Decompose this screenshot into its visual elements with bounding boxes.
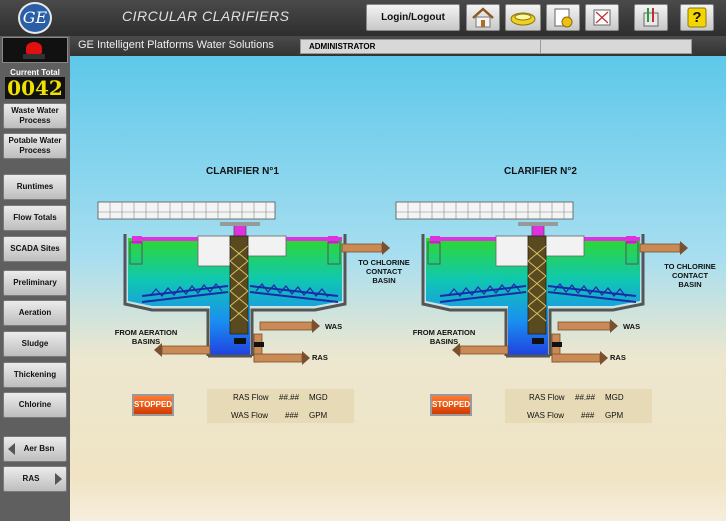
prev-page-label: Aer Bsn bbox=[23, 444, 55, 453]
message-field bbox=[540, 39, 692, 54]
clarifier-2-status-button[interactable]: STOPPED bbox=[430, 394, 472, 416]
current-total-label: Current Total bbox=[10, 68, 60, 77]
ras-flow-value: ##.## bbox=[279, 393, 300, 402]
alarm-beacon-button[interactable] bbox=[2, 37, 68, 63]
clarifier-1-ras-label: RAS bbox=[312, 353, 328, 362]
arrow-left-icon bbox=[8, 443, 15, 455]
clarifier-1-was-label: WAS bbox=[325, 322, 343, 331]
nav-thickening[interactable]: Thickening bbox=[3, 362, 67, 388]
overview-button[interactable] bbox=[505, 4, 541, 31]
alarm-base bbox=[23, 54, 45, 59]
nav-sludge[interactable]: Sludge bbox=[3, 331, 67, 357]
clarifier-2-title: CLARIFIER N°2 bbox=[504, 166, 577, 177]
ras-flow-label: RAS Flow bbox=[529, 393, 565, 402]
nav-potable-water-process[interactable]: Potable Water Process bbox=[3, 133, 67, 159]
company-name: GE Intelligent Platforms Water Solutions bbox=[78, 39, 274, 51]
ge-logo: GE bbox=[18, 2, 52, 34]
arrow-right-icon bbox=[55, 473, 62, 485]
was-flow-unit: GPM bbox=[309, 411, 328, 420]
nav-aeration[interactable]: Aeration bbox=[3, 300, 67, 326]
clarifier-2-was-label: WAS bbox=[623, 322, 641, 331]
map-button[interactable] bbox=[585, 4, 619, 31]
clarifier-2-from-label: FROM AERATION BASINS bbox=[412, 328, 476, 346]
ras-flow-unit: MGD bbox=[605, 393, 624, 402]
home-button[interactable] bbox=[466, 4, 500, 31]
nav-flow-totals[interactable]: Flow Totals bbox=[3, 205, 67, 231]
user-field: ADMINISTRATOR bbox=[300, 39, 542, 54]
nav-waste-water-process[interactable]: Waste Water Process bbox=[3, 103, 67, 129]
ras-flow-label: RAS Flow bbox=[233, 393, 269, 402]
clarifier-1-title: CLARIFIER N°1 bbox=[206, 166, 279, 177]
was-flow-label: WAS Flow bbox=[231, 411, 269, 420]
clarifier-2-to-label: TO CHLORINE CONTACT BASIN bbox=[664, 262, 716, 289]
clarifier-1-flow-panel: RAS Flow ##.## MGD WAS Flow ### GPM bbox=[207, 389, 354, 423]
help-button[interactable]: ? bbox=[680, 4, 714, 31]
map-icon bbox=[593, 9, 611, 26]
nav-chlorine[interactable]: Chlorine bbox=[3, 392, 67, 418]
ras-flow-unit: MGD bbox=[309, 393, 328, 402]
prev-page-button[interactable]: Aer Bsn bbox=[3, 436, 67, 462]
clarifier-diagrams bbox=[96, 200, 690, 367]
clarifier-1-to-label: TO CHLORINE CONTACT BASIN bbox=[358, 258, 410, 285]
nav-preliminary[interactable]: Preliminary bbox=[3, 270, 67, 296]
page-title: CIRCULAR CLARIFIERS bbox=[122, 8, 290, 24]
clarifier-1-from-label: FROM AERATION BASINS bbox=[114, 328, 178, 346]
was-flow-unit: GPM bbox=[605, 411, 624, 420]
ras-flow-value: ##.## bbox=[575, 393, 596, 402]
home-icon bbox=[472, 7, 494, 28]
trends-icon bbox=[554, 8, 573, 28]
clarifier-2-flow-panel: RAS Flow ##.## MGD WAS Flow ### GPM bbox=[505, 389, 652, 423]
alarm-light-icon bbox=[26, 42, 42, 54]
help-icon bbox=[687, 7, 707, 28]
current-total-value: 0042 bbox=[5, 77, 65, 99]
trends-button[interactable] bbox=[546, 4, 580, 31]
login-logout-button[interactable]: Login/Logout bbox=[366, 4, 460, 31]
clarifier-2-ras-label: RAS bbox=[610, 353, 626, 362]
nav-runtimes[interactable]: Runtimes bbox=[3, 174, 67, 200]
nav-scada-sites[interactable]: SCADA Sites bbox=[3, 236, 67, 262]
tools-icon bbox=[643, 8, 659, 27]
was-flow-value: ### bbox=[581, 411, 595, 420]
next-page-label: RAS bbox=[22, 474, 40, 483]
was-flow-value: ### bbox=[285, 411, 299, 420]
overview-icon bbox=[510, 12, 536, 26]
tools-button[interactable] bbox=[634, 4, 668, 31]
was-flow-label: WAS Flow bbox=[527, 411, 565, 420]
next-page-button[interactable]: RAS bbox=[3, 466, 67, 492]
help-glyph: ? bbox=[692, 9, 702, 26]
clarifier-1-status-button[interactable]: STOPPED bbox=[132, 394, 174, 416]
